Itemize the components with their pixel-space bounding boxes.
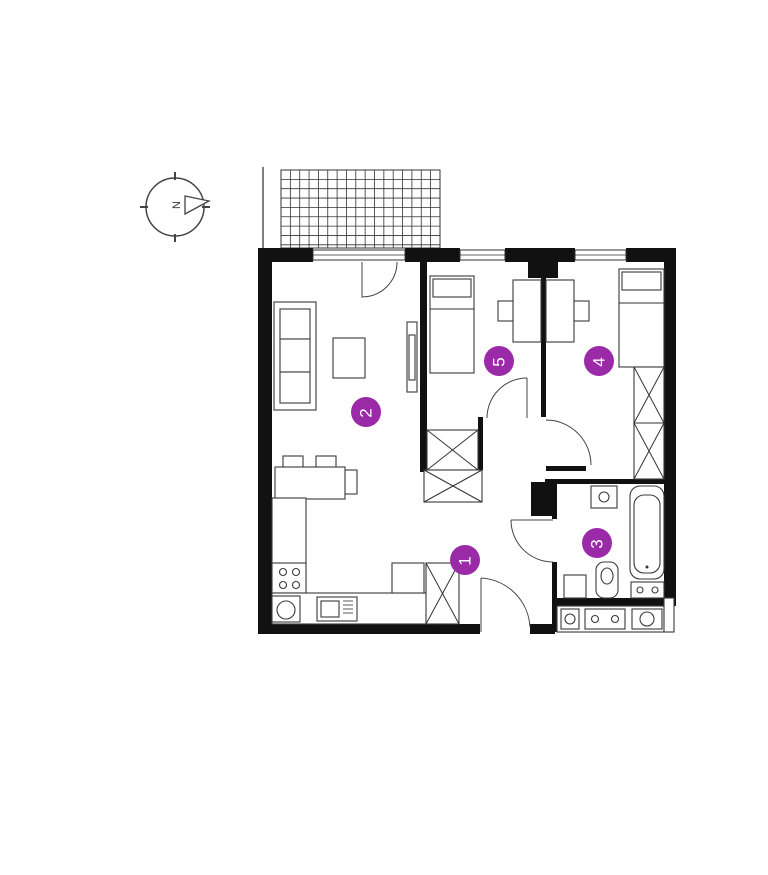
room-marker-4[interactable]: 4 bbox=[584, 346, 614, 376]
cabinet-icon bbox=[563, 574, 587, 599]
windows bbox=[312, 249, 627, 261]
room-marker-3[interactable]: 3 bbox=[582, 528, 612, 558]
shelf-icon bbox=[630, 581, 665, 599]
wall-north-1 bbox=[258, 248, 313, 262]
pillow-icon bbox=[621, 271, 662, 291]
balcony bbox=[262, 167, 441, 249]
wall-south-2 bbox=[530, 624, 555, 634]
utility-strip bbox=[556, 597, 675, 633]
chair-icon bbox=[344, 469, 358, 495]
wall-south-1 bbox=[258, 624, 480, 634]
room5-door-icon bbox=[486, 377, 528, 419]
compass-label: N bbox=[171, 201, 183, 209]
wall-bath-west-lower bbox=[552, 562, 557, 632]
pillow-icon bbox=[432, 278, 472, 298]
wall-bath-west bbox=[552, 479, 557, 519]
room-marker-label: 4 bbox=[590, 357, 609, 366]
room-marker-label: 1 bbox=[456, 556, 475, 565]
room4-door-icon bbox=[545, 419, 592, 466]
wall-north-4 bbox=[626, 248, 676, 262]
interior-walls bbox=[420, 262, 665, 519]
living-room-furniture bbox=[273, 301, 418, 500]
desk-icon bbox=[512, 279, 542, 343]
room-markers: 1 2 3 4 5 bbox=[351, 346, 614, 575]
balcony-tiles bbox=[281, 170, 440, 248]
entrance-door-icon bbox=[480, 577, 531, 632]
desk-icon bbox=[545, 279, 575, 343]
room-marker-label: 5 bbox=[490, 357, 509, 366]
wall-column-hall bbox=[531, 482, 553, 516]
compass-arrow-icon bbox=[184, 195, 211, 216]
chair-icon bbox=[282, 455, 304, 469]
cooktop-icon bbox=[584, 608, 626, 630]
wall-room5-room4 bbox=[541, 262, 546, 417]
room4-furniture bbox=[545, 268, 665, 480]
cooktop-icon bbox=[271, 562, 307, 594]
coffee-table-icon bbox=[332, 337, 366, 379]
balcony-grid-floor bbox=[280, 169, 441, 249]
wall-west bbox=[258, 248, 272, 634]
room-marker-5[interactable]: 5 bbox=[484, 346, 514, 376]
room5-furniture bbox=[423, 275, 542, 503]
wall-room5-closet bbox=[478, 417, 483, 470]
kitchen bbox=[271, 497, 460, 625]
balcony-door-icon bbox=[361, 261, 398, 298]
doors bbox=[361, 261, 592, 632]
bathroom-door-icon bbox=[510, 519, 554, 563]
chair-icon bbox=[497, 300, 514, 322]
bathroom-fixtures bbox=[563, 485, 665, 599]
room-marker-1[interactable]: 1 bbox=[450, 545, 480, 575]
wall-bath-north bbox=[545, 479, 665, 484]
chair-icon bbox=[315, 455, 337, 469]
chair-icon bbox=[573, 300, 590, 322]
wall-south-bath bbox=[552, 598, 676, 606]
room-marker-label: 2 bbox=[357, 408, 376, 417]
wall-north-2 bbox=[405, 248, 460, 262]
dining-table-icon bbox=[274, 466, 346, 500]
wall-room4-south bbox=[546, 466, 586, 471]
compass: N bbox=[140, 172, 211, 242]
wall-east bbox=[664, 248, 676, 604]
exterior-walls bbox=[258, 248, 676, 634]
room-marker-2[interactable]: 2 bbox=[351, 397, 381, 427]
wall-room5-west bbox=[420, 262, 427, 472]
room-marker-label: 3 bbox=[588, 539, 607, 548]
fridge-icon bbox=[391, 562, 425, 594]
